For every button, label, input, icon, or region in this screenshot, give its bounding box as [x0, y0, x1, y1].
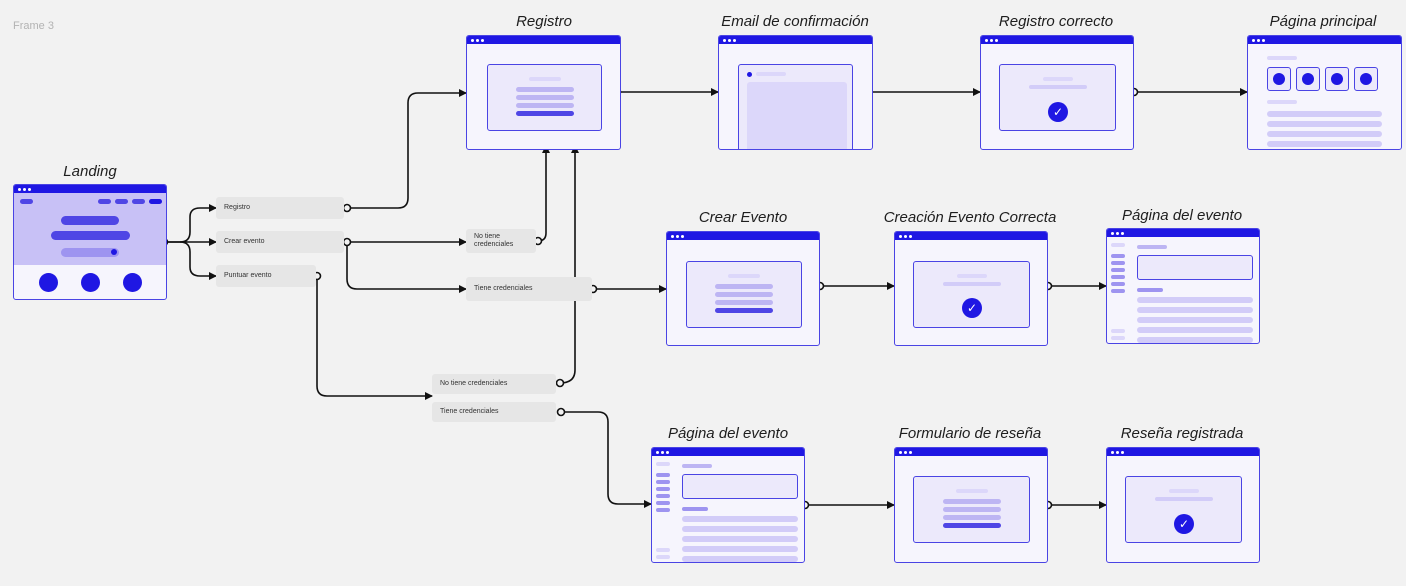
screen-pagina-evento-1[interactable]	[1106, 228, 1260, 344]
landing-circle-2	[81, 273, 100, 292]
edge-crear-tiene	[346, 242, 467, 293]
registro-form	[487, 64, 602, 131]
option-no-tiene-credenciales-1[interactable]: No tiene credenciales	[466, 229, 536, 253]
check-icon: ✓	[962, 298, 982, 318]
option-registro[interactable]: Registro	[216, 197, 344, 219]
title-registro: Registro	[516, 13, 572, 30]
title-pagina-evento-2: Página del evento	[667, 425, 789, 442]
screen-registro-correcto[interactable]: ✓	[980, 35, 1134, 150]
option-crear-evento[interactable]: Crear evento	[216, 231, 344, 253]
option-no-tiene-1-line-b: credenciales	[474, 241, 514, 248]
landing-circle-3	[123, 273, 142, 292]
check-icon: ✓	[1174, 514, 1194, 534]
title-registro-correcto: Registro correcto	[998, 13, 1114, 30]
screen-formulario-resena[interactable]	[894, 447, 1048, 563]
title-crear-evento: Crear Evento	[698, 209, 788, 226]
creacion-correcta-card: ✓	[913, 261, 1030, 328]
edge-notiene2-registro	[559, 145, 579, 384]
option-puntuar-evento[interactable]: Puntuar evento	[216, 265, 316, 287]
port-opt-crear	[342, 237, 352, 247]
edge-landing-registro	[165, 204, 217, 243]
registro-correcto-card: ✓	[999, 64, 1116, 131]
title-pagina-evento-1: Página del evento	[1121, 207, 1243, 224]
screen-registro[interactable]	[466, 35, 621, 150]
screen-pagina-principal[interactable]	[1247, 35, 1402, 150]
title-resena-registrada: Reseña registrada	[1120, 425, 1244, 442]
option-tiene-credenciales-1[interactable]: Tiene credenciales	[466, 277, 592, 301]
frame-label: Frame 3	[13, 20, 54, 32]
title-pagina-principal: Página principal	[1269, 13, 1377, 30]
edge-opt-registro	[347, 89, 467, 209]
landing-circle-1	[39, 273, 58, 292]
screen-pagina-evento-2[interactable]	[651, 447, 805, 563]
edge-puntuar-down	[316, 276, 433, 400]
email-body	[738, 64, 853, 149]
crear-evento-form	[686, 261, 802, 328]
check-icon: ✓	[1048, 102, 1068, 122]
edge-tiene2-pagina	[561, 411, 652, 508]
screen-crear-evento[interactable]	[666, 231, 820, 346]
title-landing: Landing	[63, 163, 117, 180]
port-notiene2	[555, 378, 565, 388]
port-opt-registro	[342, 203, 352, 213]
title-formulario-resena: Formulario de reseña	[898, 425, 1042, 442]
screen-email[interactable]	[718, 35, 873, 150]
screen-resena-registrada[interactable]: ✓	[1106, 447, 1260, 563]
screen-creacion-correcta[interactable]: ✓	[894, 231, 1048, 346]
title-email: Email de confirmación	[721, 13, 869, 30]
formulario-resena-form	[913, 476, 1030, 543]
screen-landing[interactable]	[13, 184, 167, 300]
edge-notiene1-registro	[537, 145, 550, 242]
port-tiene2	[556, 407, 566, 417]
edge-landing-puntuar	[179, 241, 217, 280]
option-tiene-credenciales-2[interactable]: Tiene credenciales	[432, 402, 556, 422]
title-creacion-correcta: Creación Evento Correcta	[883, 209, 1057, 226]
option-no-tiene-1-line-a: No tiene	[474, 233, 501, 240]
option-no-tiene-credenciales-2[interactable]: No tiene credenciales	[432, 374, 556, 394]
resena-registrada-card: ✓	[1125, 476, 1242, 543]
